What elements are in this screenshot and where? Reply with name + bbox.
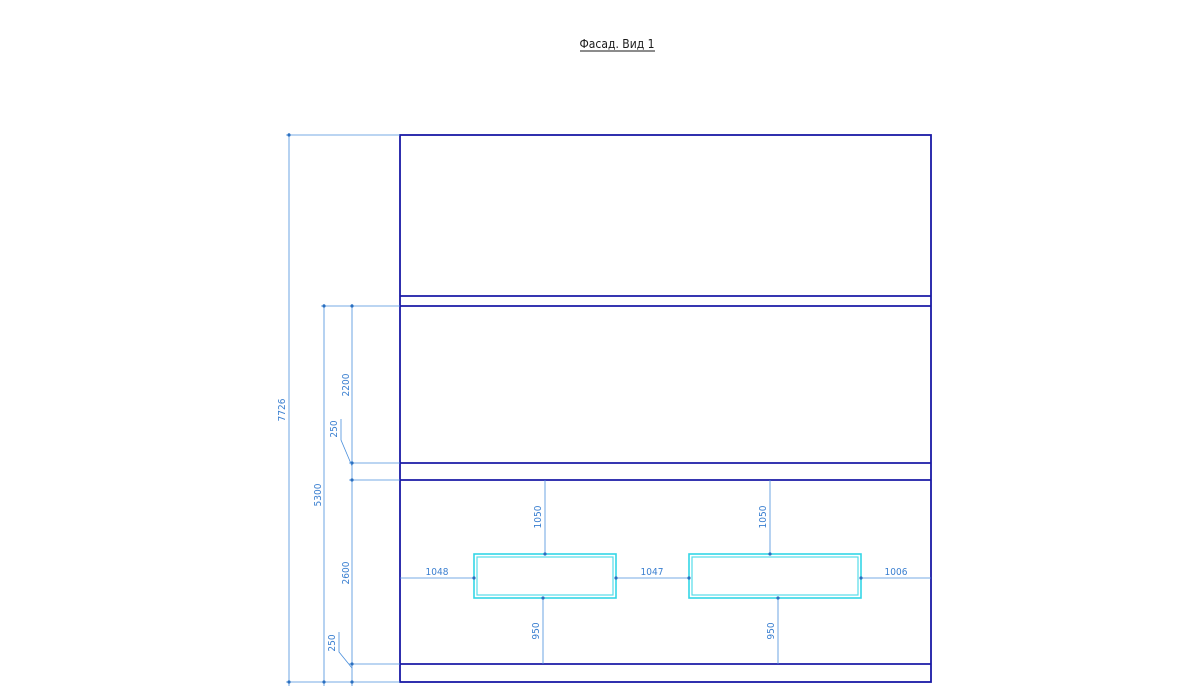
- window-2: [688, 553, 862, 599]
- window-1: [473, 553, 617, 599]
- dim-label-lower-slab: 250: [327, 634, 338, 651]
- dimension-chain: 2200 2600 250 250: [327, 304, 400, 686]
- window-2-frame-outer: [688, 553, 862, 599]
- dim-label-right-offset: 1006: [885, 567, 908, 578]
- leader-lower-slab: [338, 632, 353, 669]
- dim-label-window-2-below: 950: [766, 622, 777, 639]
- leader-upper-slab: [340, 419, 353, 467]
- dim-label-total-height: 7726: [277, 398, 288, 421]
- dimension-total-height: 7726: [277, 133, 400, 686]
- dimension-horizontal: 1048 1047 1006: [400, 567, 931, 580]
- facade-border: [399, 134, 932, 683]
- dimension-window-2-vertical: 1050 950: [758, 480, 780, 664]
- facade-outline: [399, 134, 932, 683]
- dim-label-window-2-above: 1050: [758, 505, 769, 528]
- dim-label-left-offset: 1048: [426, 567, 449, 578]
- dim-label-upper-band: 2200: [341, 373, 352, 396]
- dim-label-lower-height: 5300: [313, 483, 324, 506]
- dim-label-window-1-above: 1050: [533, 505, 544, 528]
- dim-label-lower-band: 2600: [341, 561, 352, 584]
- dim-label-between-windows: 1047: [641, 567, 664, 578]
- drawing-title: Фасад. Вид 1: [580, 37, 655, 51]
- window-1-frame-outer: [473, 553, 617, 599]
- dimension-lower-height: 5300: [313, 304, 400, 686]
- window-1-frame-inner: [476, 556, 614, 596]
- dimension-window-1-vertical: 1050 950: [531, 480, 547, 664]
- dim-label-window-1-below: 950: [531, 622, 542, 639]
- dim-label-upper-slab: 250: [329, 420, 340, 437]
- window-2-frame-inner: [691, 556, 859, 596]
